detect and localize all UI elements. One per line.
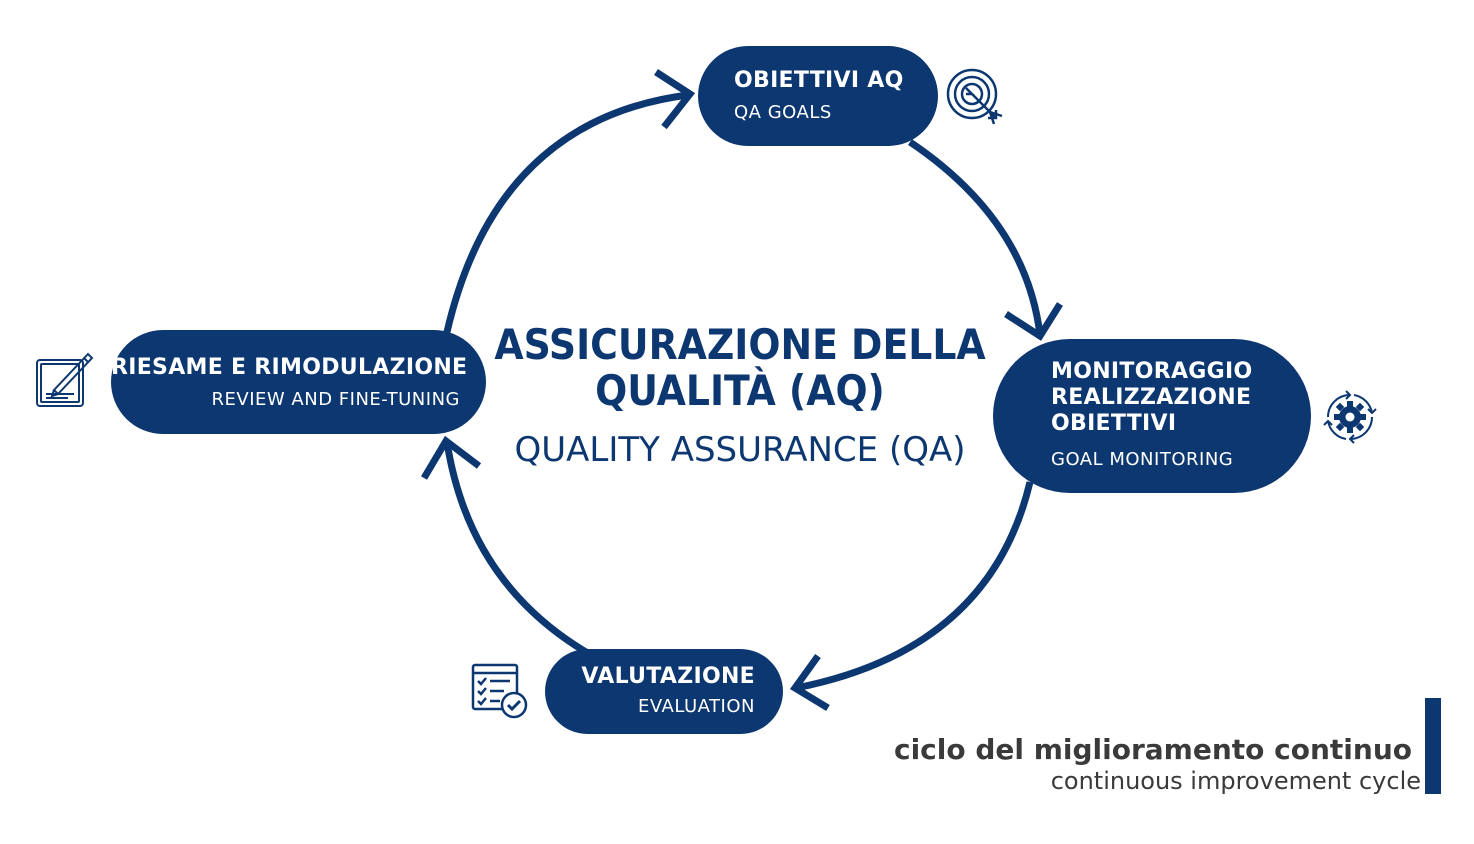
step-sublabel: QA GOALS bbox=[734, 102, 832, 123]
diagram-title: ASSICURAZIONE DELLA QUALITÀ (AQ) bbox=[494, 320, 986, 415]
arc-evaluation-to-review bbox=[443, 441, 602, 664]
arrowhead-monitoring bbox=[1004, 302, 1063, 341]
checklist-icon bbox=[470, 662, 532, 720]
step-sublabel: EVALUATION bbox=[637, 696, 755, 717]
step-goal-monitoring: MONITORAGGIO REALIZZAZIONE OBIETTIVI GOA… bbox=[993, 339, 1311, 493]
footer-subtitle: continuous improvement cycle bbox=[1050, 767, 1421, 795]
step-label: OBIETTIVI AQ bbox=[734, 68, 904, 93]
arc-monitoring-to-evaluation bbox=[795, 481, 1034, 692]
step-review: RIESAME E RIMODULAZIONE REVIEW AND FINE-… bbox=[111, 330, 486, 434]
arc-review-to-goals bbox=[443, 91, 689, 333]
step-sublabel: REVIEW AND FINE-TUNING bbox=[211, 389, 460, 410]
step-qa-goals: OBIETTIVI AQ QA GOALS bbox=[698, 46, 938, 146]
target-icon bbox=[944, 66, 1006, 128]
diagram-subtitle: QUALITY ASSURANCE (QA) bbox=[514, 430, 966, 470]
arrowhead-evaluation bbox=[789, 653, 830, 711]
arrowhead-review bbox=[420, 435, 482, 480]
arrowhead-goals bbox=[654, 69, 696, 130]
step-sublabel: GOAL MONITORING bbox=[1051, 449, 1234, 470]
footer-title: ciclo del miglioramento continuo bbox=[893, 733, 1412, 766]
step-label: MONITORAGGIO REALIZZAZIONE OBIETTIVI bbox=[1051, 359, 1253, 436]
footer-accent-bar bbox=[1425, 698, 1441, 794]
gear-cycle-icon bbox=[1320, 387, 1380, 447]
edit-document-icon bbox=[34, 350, 96, 410]
step-evaluation: VALUTAZIONE EVALUATION bbox=[545, 649, 783, 734]
arc-goals-to-monitoring bbox=[908, 139, 1044, 336]
step-label: VALUTAZIONE bbox=[581, 664, 755, 689]
step-label: RIESAME E RIMODULAZIONE bbox=[111, 355, 468, 380]
